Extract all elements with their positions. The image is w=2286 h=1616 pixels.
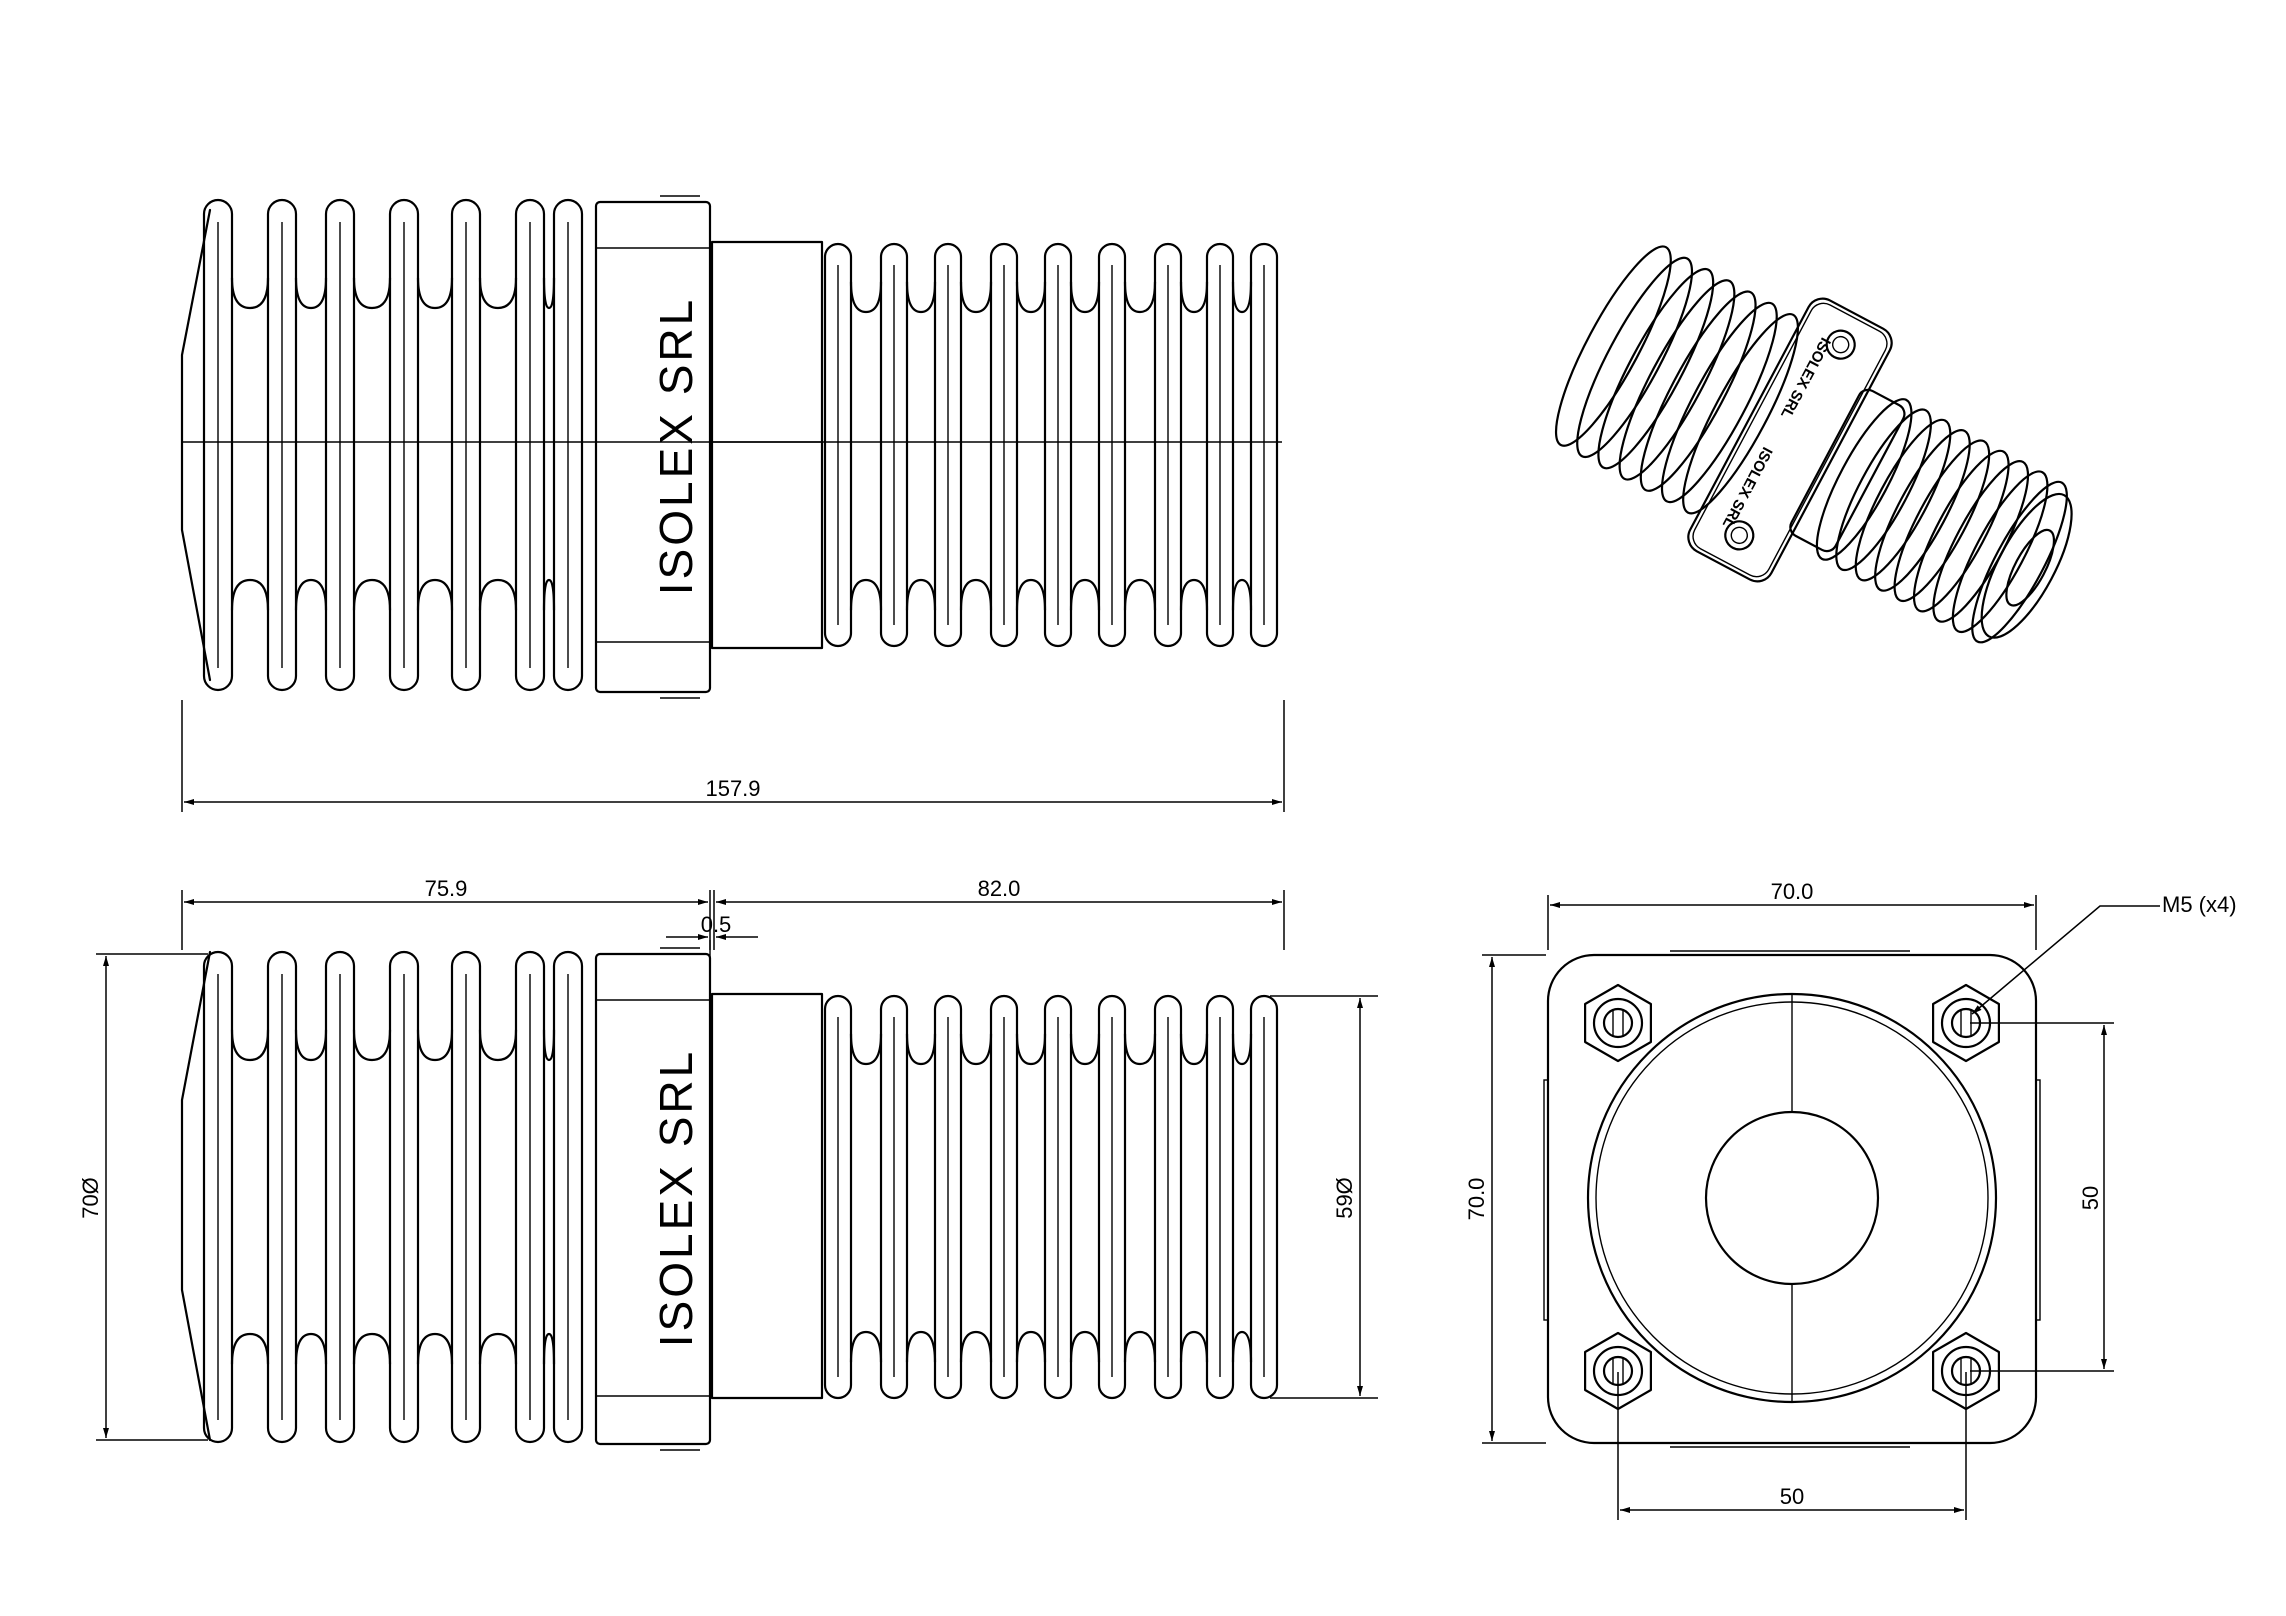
fin-valley: [294, 578, 328, 612]
iso-fin: [1554, 245, 1672, 447]
fin-valley: [1123, 280, 1157, 314]
fin-valley: [416, 578, 454, 612]
fin-valley: [1231, 280, 1253, 314]
brand-label-top: ISOLEX SRL: [650, 297, 702, 595]
fin-valley: [849, 578, 883, 612]
fin-valley: [352, 276, 392, 310]
fin-valley: [1231, 1330, 1253, 1364]
hole-spacing-vertical-label: 50: [2078, 1186, 2103, 1210]
fin-valley: [959, 1032, 993, 1066]
hex-nut: [1584, 983, 1652, 1063]
fin-valley: [478, 1332, 518, 1366]
fin-valley: [352, 1332, 392, 1366]
iso-fin: [1660, 301, 1778, 504]
fin-valley: [1179, 280, 1209, 314]
fin-valley: [294, 1028, 328, 1062]
nut-washer: [1592, 997, 1644, 1049]
fin-valley: [294, 276, 328, 310]
fin-valley: [1069, 1330, 1101, 1364]
front-end-view: 70.0 70.0 50 50 M5 (x4): [1464, 879, 2237, 1520]
iso-fin: [1971, 480, 2068, 644]
iso-brand-label-2: ISOLEX SRL: [1719, 444, 1776, 531]
thread-callout-label: M5 (x4): [2162, 892, 2237, 917]
fin-valley: [478, 276, 518, 310]
fin-valley: [1231, 578, 1253, 612]
iso-fin: [1854, 418, 1952, 582]
right-fin-stack: [823, 242, 1279, 648]
fin-valley: [542, 578, 556, 612]
fin-valley: [1015, 1032, 1047, 1066]
fin-valley: [230, 276, 270, 310]
total-length-label: 157.9: [705, 776, 760, 801]
fin-valley: [959, 578, 993, 612]
left-fin-stack: [202, 198, 584, 692]
isometric-view: ISOLEX SRL ISOLEX SRL: [1554, 245, 2073, 644]
fin-valley: [1123, 578, 1157, 612]
fin-valley: [905, 280, 937, 314]
gap-label: 0.5: [701, 912, 732, 937]
fin-valley: [542, 1028, 556, 1062]
iso-fin: [1893, 439, 1991, 603]
left-fin-stack: [202, 950, 584, 1444]
fin-valley: [416, 1332, 454, 1366]
fin-valley: [294, 1332, 328, 1366]
fin-valley: [849, 280, 883, 314]
fin-valley: [542, 276, 556, 310]
left-diameter-label: 70Ø: [78, 1177, 103, 1219]
left-length-label: 75.9: [425, 876, 468, 901]
fin-valley: [352, 578, 392, 612]
fin-valley: [1069, 578, 1101, 612]
iso-fin: [1639, 290, 1757, 492]
right-diameter-label: 59Ø: [1332, 1177, 1357, 1219]
iso-fin: [1912, 449, 2010, 613]
fin-valley: [542, 1332, 556, 1366]
fin-valley: [1015, 1330, 1047, 1364]
right-fin-stack: [823, 994, 1279, 1400]
flange-width-label: 70.0: [1771, 879, 1814, 904]
fin-valley: [959, 280, 993, 314]
fin-valley: [230, 1028, 270, 1062]
fin-valley: [1123, 1032, 1157, 1066]
fin-valley: [352, 1028, 392, 1062]
top-side-view: ISOLEX SRL 157.9: [180, 195, 1285, 812]
mounting-nuts: [1584, 983, 2000, 1411]
fin-valley: [416, 1028, 454, 1062]
brand-label-bottom: ISOLEX SRL: [650, 1049, 702, 1347]
fin-valley: [959, 1330, 993, 1364]
fin-valley: [478, 578, 518, 612]
hex-nut: [1932, 983, 2000, 1063]
fin-valley: [905, 1032, 937, 1066]
fin-valley: [1179, 1330, 1209, 1364]
fin-valley: [1179, 578, 1209, 612]
fin-valley: [478, 1028, 518, 1062]
right-length-label: 82.0: [978, 876, 1021, 901]
iso-fin: [1597, 267, 1715, 470]
fin-valley: [1069, 1032, 1101, 1066]
iso-fin: [1951, 470, 2049, 634]
fin-valley: [905, 578, 937, 612]
fin-valley: [849, 1032, 883, 1066]
fin-valley: [1015, 578, 1047, 612]
iso-fin: [1874, 429, 1971, 592]
hole-spacing-horizontal-label: 50: [1780, 1484, 1804, 1509]
iso-fin: [1576, 256, 1694, 459]
fin-valley: [1231, 1032, 1253, 1066]
fin-valley: [416, 276, 454, 310]
fin-valley: [230, 1332, 270, 1366]
fin-valley: [1123, 1330, 1157, 1364]
fin-valley: [849, 1330, 883, 1364]
fin-valley: [1015, 280, 1047, 314]
iso-fin: [1815, 398, 1913, 561]
flange-height-label: 70.0: [1464, 1178, 1489, 1221]
bottom-side-view: ISOLEX SRL 75.9 82.0 0.5 70Ø 59Ø: [78, 876, 1378, 1451]
fin-valley: [1069, 280, 1101, 314]
fin-valley: [905, 1330, 937, 1364]
fin-valley: [1179, 1032, 1209, 1066]
bolt-hole: [1602, 1007, 1634, 1039]
fin-valley: [230, 578, 270, 612]
